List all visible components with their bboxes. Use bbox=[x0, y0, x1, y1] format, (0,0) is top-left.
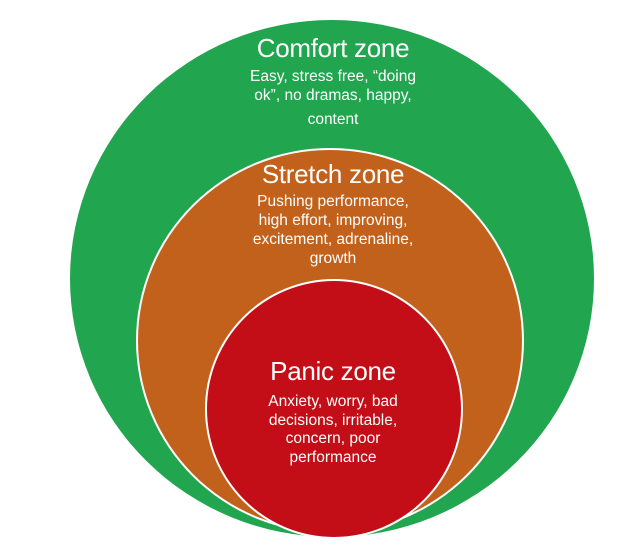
comfort-zone-description-continued: content bbox=[307, 111, 359, 128]
panic-zone-description: Anxiety, worry, bad decisions, irritable… bbox=[268, 393, 398, 466]
comfort-zone-description: Easy, stress free, “doing ok”, no dramas… bbox=[250, 68, 416, 104]
panic-zone-title: Panic zone bbox=[270, 356, 396, 386]
comfort-zone-title: Comfort zone bbox=[256, 33, 410, 63]
panic-zone-circle bbox=[205, 279, 463, 539]
stretch-zone-title: Stretch zone bbox=[261, 159, 405, 189]
stretch-zone-description: Pushing performance, high effort, improv… bbox=[252, 193, 414, 267]
